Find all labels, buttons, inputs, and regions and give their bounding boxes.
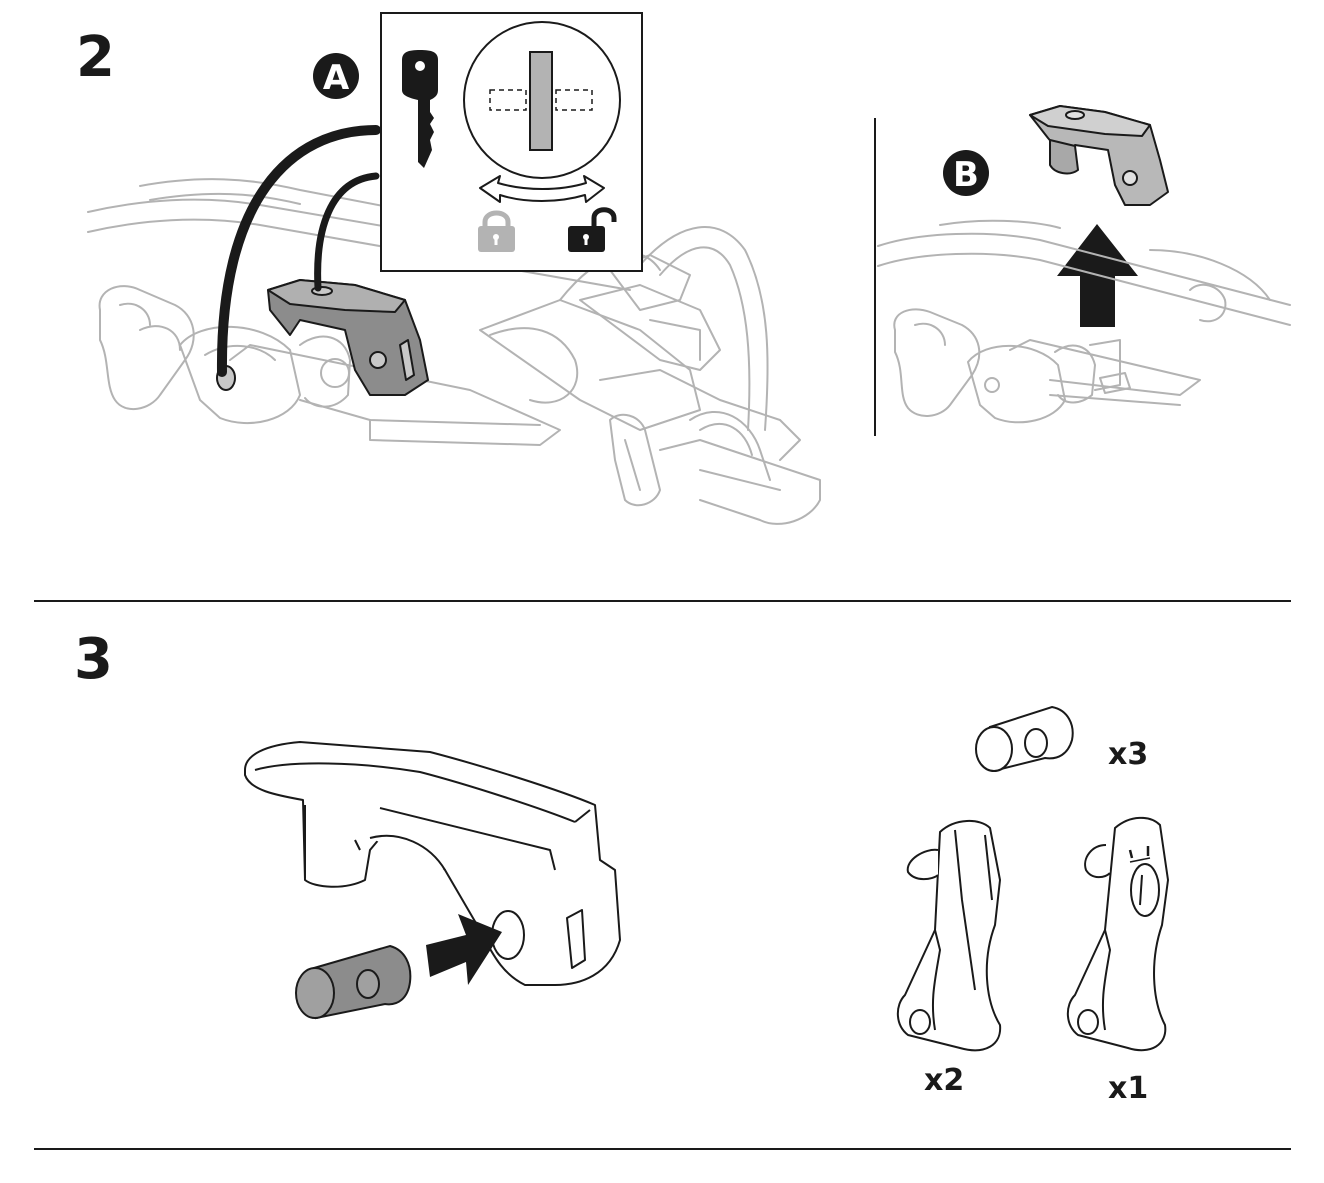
spare-pin [975, 705, 1074, 772]
bike-rack-line-art-right [877, 219, 1291, 424]
callout-b-letter: B [953, 155, 979, 195]
unlocked-padlock-icon [568, 207, 617, 252]
callout-a-letter: A [323, 58, 350, 98]
leader-lines [216, 125, 381, 377]
callout-b-badge: B [943, 150, 989, 196]
locked-padlock-icon [478, 210, 515, 252]
section-divider-top [34, 600, 1291, 602]
callout-a-badge: A [313, 53, 359, 99]
pin-quantity-label: x3 [1108, 737, 1149, 772]
step-3-number: 3 [74, 627, 113, 692]
step-2-number: 2 [76, 25, 115, 90]
end-cap-quantity-label: x2 [924, 1063, 965, 1098]
end-cap-on-rack [267, 279, 429, 396]
large-end-cap [244, 741, 621, 986]
spare-end-cap [896, 820, 1002, 1052]
section-divider-bottom [34, 1148, 1291, 1150]
pin-being-inserted [295, 944, 412, 1020]
spare-lock-cap [1066, 816, 1169, 1052]
key-icon [402, 50, 438, 168]
insert-arrow-icon [426, 914, 502, 985]
lock-cap-quantity-label: x1 [1108, 1071, 1149, 1106]
rotate-arrow-icon [479, 175, 605, 203]
removed-end-cap [1029, 105, 1169, 206]
key-lock-inset [380, 12, 643, 272]
lock-cylinder-dial-icon [463, 21, 621, 179]
